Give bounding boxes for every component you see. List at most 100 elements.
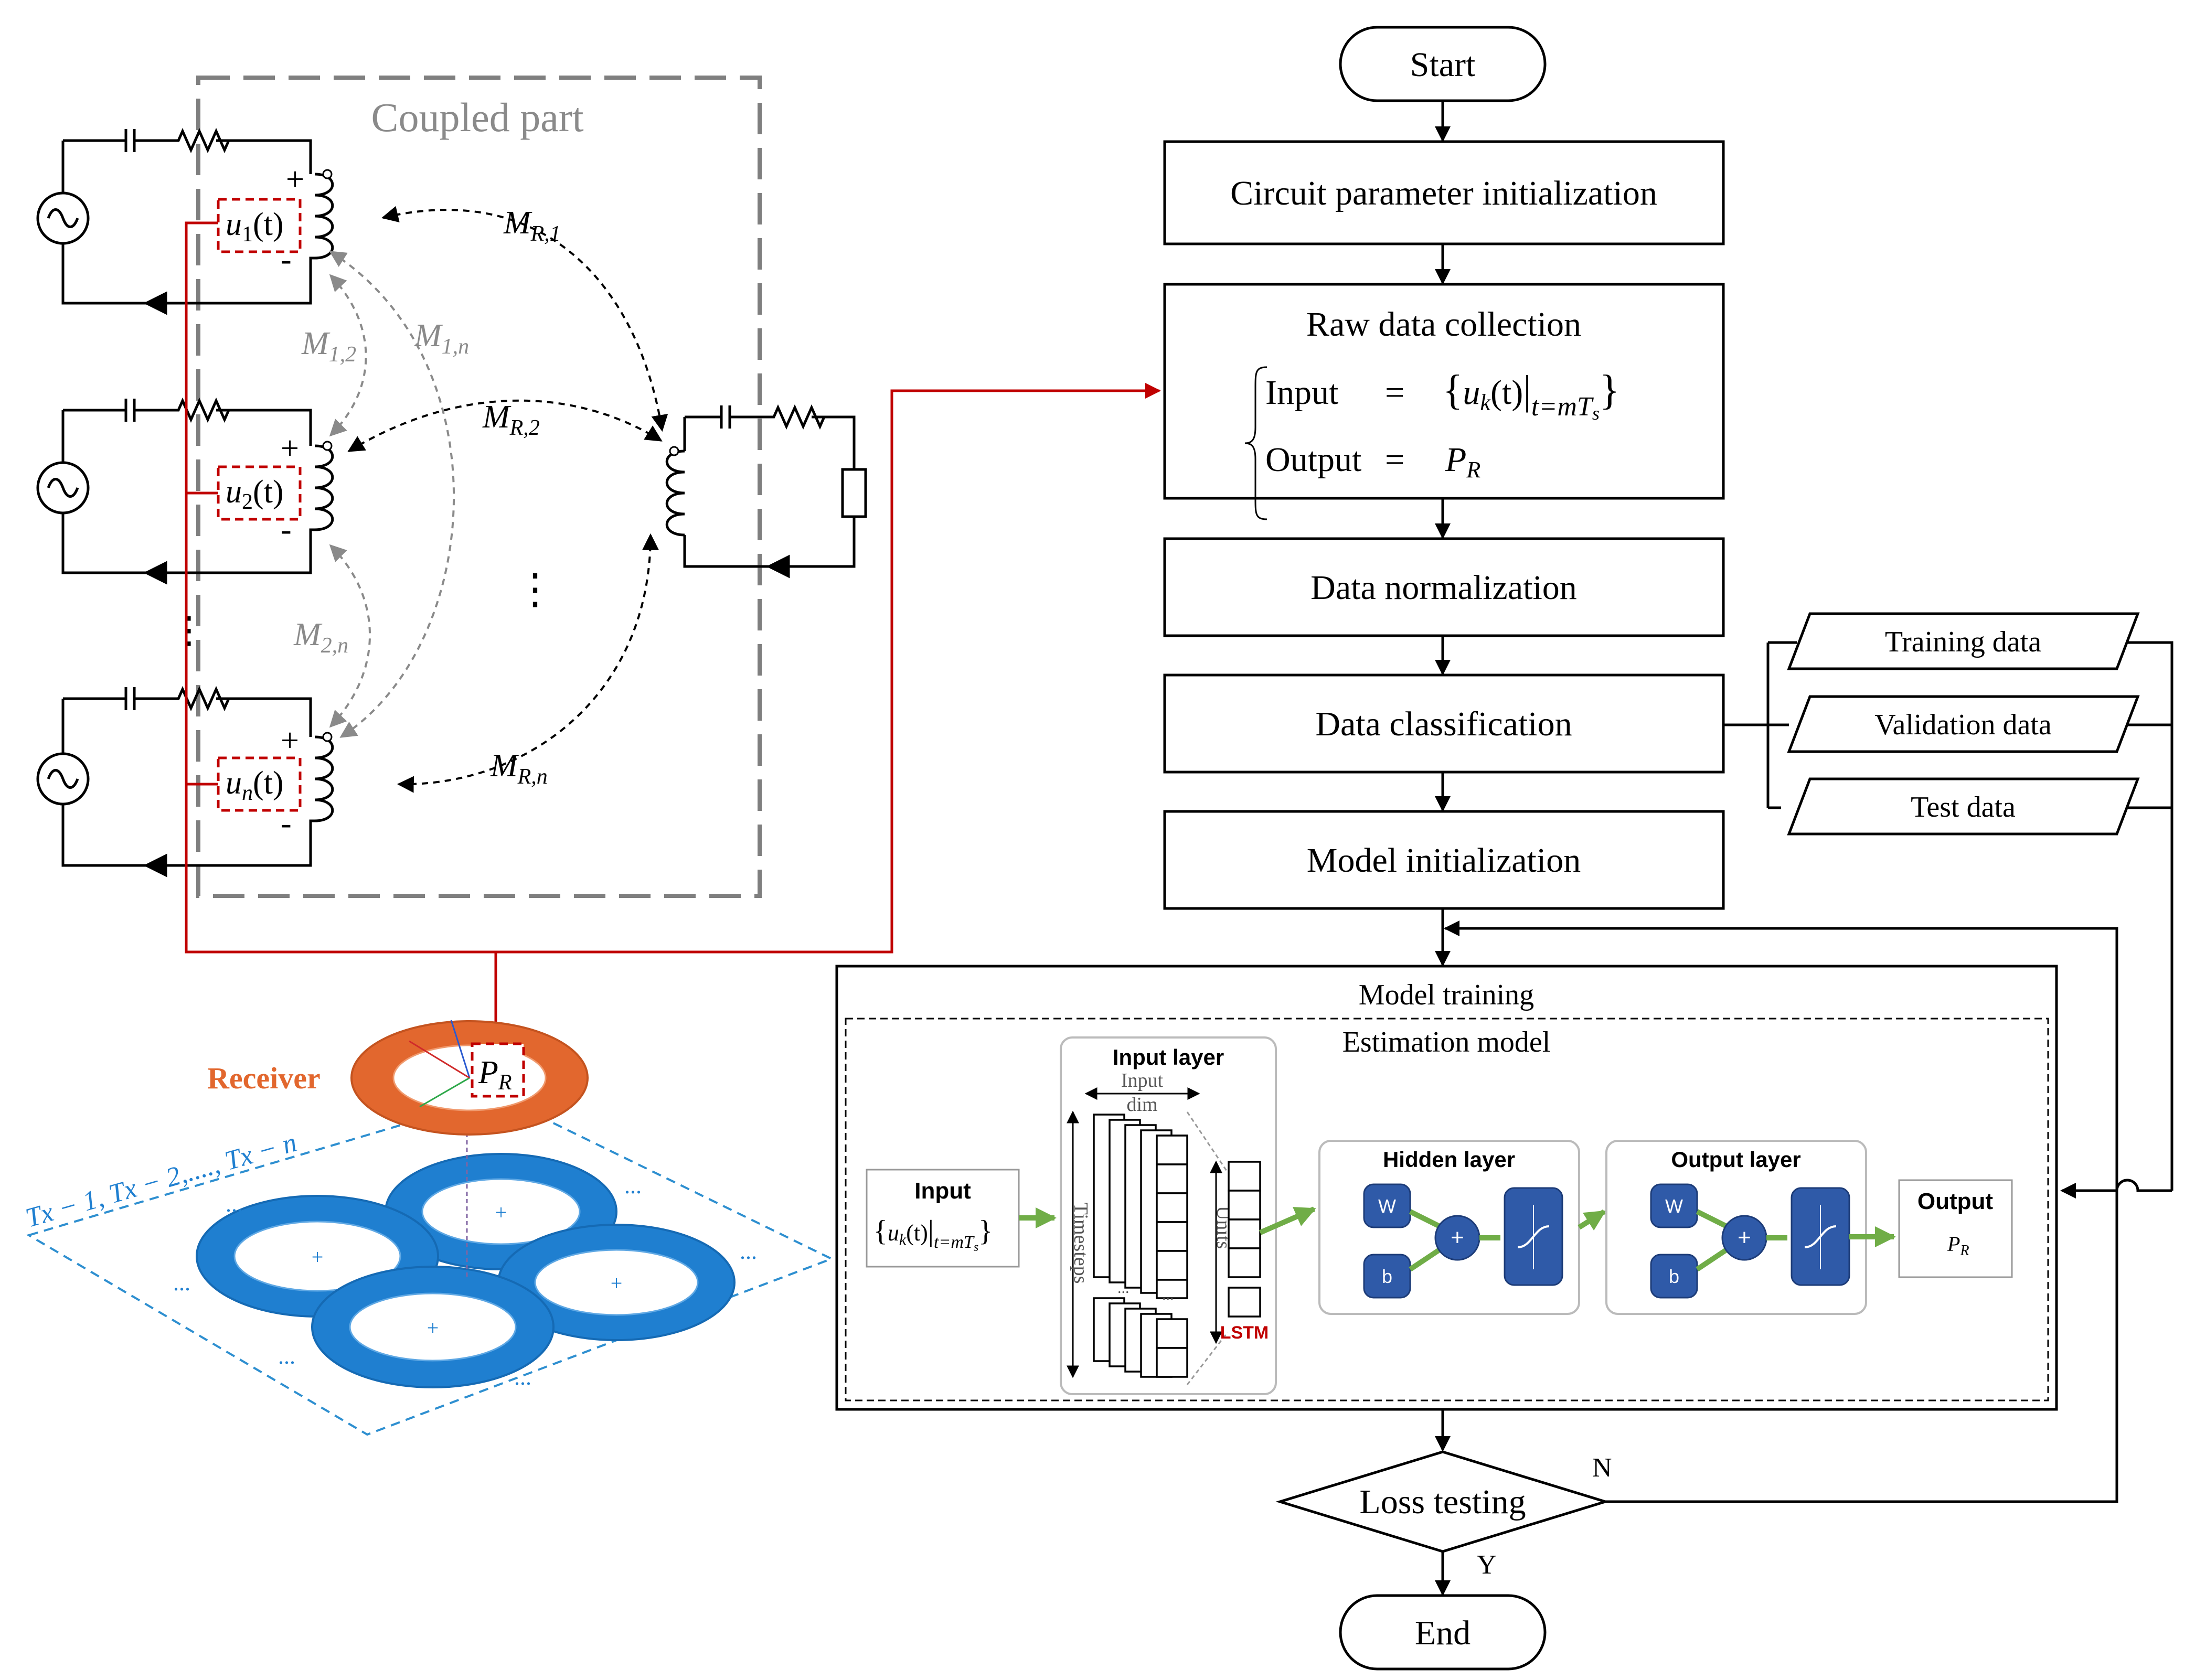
classification-label: Data classification (1315, 705, 1572, 743)
model-training-label: Model training (1359, 979, 1534, 1011)
loss-testing-label: Loss testing (1359, 1483, 1526, 1521)
input-matrix: ... ... (1093, 1114, 1188, 1378)
raw-input-label: Input (1265, 373, 1338, 412)
svg-text:+: + (495, 1201, 507, 1224)
signal-bus (185, 221, 1161, 954)
test-data-parallelogram (1787, 777, 2140, 836)
end-terminal (1339, 1594, 1547, 1671)
init-step (1163, 140, 1725, 245)
output-sum: + (1738, 1225, 1751, 1250)
tx-vdots: ⋮ (171, 611, 207, 651)
normalization-label: Data normalization (1310, 569, 1577, 607)
svg-text:+: + (312, 1245, 324, 1269)
lstm-units (1228, 1161, 1261, 1318)
circuit-diagram: Coupled part + - u1(t) (38, 76, 1161, 1041)
input-dim-label-2: dim (1126, 1094, 1157, 1116)
raw-output-value: PR (1445, 441, 1480, 483)
ac-source-1 (38, 193, 88, 243)
hidden-layer-title: Hidden layer (1383, 1147, 1515, 1172)
svg-text:+: + (611, 1271, 623, 1295)
pr-box (471, 1042, 525, 1098)
pr-label: PR (478, 1055, 512, 1095)
svg-text:...: ... (624, 1173, 642, 1199)
input-layer-title: Input layer (1113, 1045, 1224, 1069)
hidden-b: b (1382, 1266, 1392, 1287)
txn-minus: - (281, 806, 292, 841)
tx1-plus: + (286, 162, 304, 197)
end-label: End (1415, 1614, 1471, 1652)
txn-plus: + (281, 723, 299, 758)
raw-input-eq: = (1385, 373, 1404, 412)
receiver-coil (350, 1020, 589, 1136)
tx2-voltage-label: u2(t) (226, 474, 284, 514)
svg-text:...: ... (514, 1364, 531, 1390)
coupling-vdots: ⋮ (514, 566, 556, 613)
rx-loop (667, 405, 867, 579)
raw-data-step (1163, 283, 1725, 500)
model-init-step (1163, 810, 1725, 910)
mutual-rn-label: MR,n (490, 748, 548, 789)
nn-input-box (866, 1169, 1020, 1268)
start-label: Start (1410, 46, 1476, 84)
nn-output-box (1898, 1179, 2013, 1278)
output-layer-title: Output layer (1671, 1147, 1800, 1172)
nn-input-formula: {uk(t)|t=mTs} (873, 1215, 993, 1254)
mutual-rn-arrow (397, 533, 659, 793)
raw-output-label: Output (1265, 441, 1361, 479)
ac-source-n (38, 754, 88, 804)
mutual-2n-label: M2,n (293, 617, 348, 658)
mutual-1n-label: M1,n (414, 318, 469, 359)
nn-output-value: PR (1947, 1232, 1969, 1259)
txn-voltage-box (217, 756, 302, 812)
loss-yes-label: Y (1477, 1550, 1497, 1580)
tx2-plus: + (281, 431, 299, 466)
validation-data-label: Validation data (1874, 709, 2052, 741)
hidden-w: W (1378, 1195, 1396, 1217)
tx1-loop: + - u1(t) (38, 129, 333, 315)
init-label: Circuit parameter initialization (1230, 174, 1657, 212)
flowchart: Start Circuit parameter initialization R… (835, 26, 2173, 1671)
receiver-label: Receiver (207, 1061, 321, 1095)
svg-text:...: ... (1162, 1286, 1174, 1303)
tx-plane (26, 1095, 835, 1436)
coupled-part-label: Coupled part (371, 94, 583, 140)
output-b: b (1669, 1266, 1679, 1287)
loss-no-label: N (1592, 1453, 1612, 1483)
validation-data-parallelogram (1787, 695, 2140, 753)
ac-source-2 (38, 463, 88, 513)
normalization-step (1163, 537, 1725, 637)
lstm-label: LSTM (1220, 1323, 1269, 1343)
svg-text:...: ... (278, 1343, 295, 1369)
coil-illustration: Tx − 1, Tx − 2,...., Tx − n + + + + ... … (23, 1020, 835, 1436)
raw-output-eq: = (1385, 441, 1404, 479)
raw-input-value: {uk(t)|t=mTs} (1443, 367, 1619, 424)
txn-loop: + - un(t) (38, 687, 333, 878)
estimation-model-box (845, 1018, 2049, 1401)
mutual-12-label: M1,2 (301, 326, 356, 367)
svg-text:+: + (427, 1316, 439, 1340)
tx1-voltage-box (217, 198, 302, 253)
tx1-voltage-label: u1(t) (226, 207, 284, 247)
svg-text:...: ... (226, 1191, 243, 1217)
coupled-part-box (196, 76, 762, 898)
svg-text:...: ... (740, 1238, 757, 1264)
test-data-label: Test data (1911, 791, 2016, 823)
training-data-label: Training data (1885, 626, 2041, 658)
tx-coil-bottom: + (311, 1266, 555, 1388)
raw-data-label: Raw data collection (1306, 305, 1581, 344)
hidden-sum: + (1451, 1225, 1464, 1250)
tx2-minus: - (281, 512, 292, 548)
txn-voltage-label: un(t) (226, 765, 284, 805)
mutual-1n-arrow (329, 251, 455, 738)
mutual-r1-label: MR,1 (503, 205, 561, 246)
input-dim-label: Input (1121, 1069, 1164, 1092)
estimation-model-label: Estimation model (1342, 1026, 1551, 1058)
nn-output-title: Output (1917, 1189, 1994, 1214)
nn-input-title: Input (914, 1178, 971, 1204)
output-w: W (1665, 1195, 1683, 1217)
tx2-voltage-box (217, 465, 302, 521)
timesteps-label: Timesteps (1070, 1203, 1092, 1284)
mutual-r2-arrow (347, 399, 663, 452)
svg-text:...: ... (173, 1270, 190, 1296)
